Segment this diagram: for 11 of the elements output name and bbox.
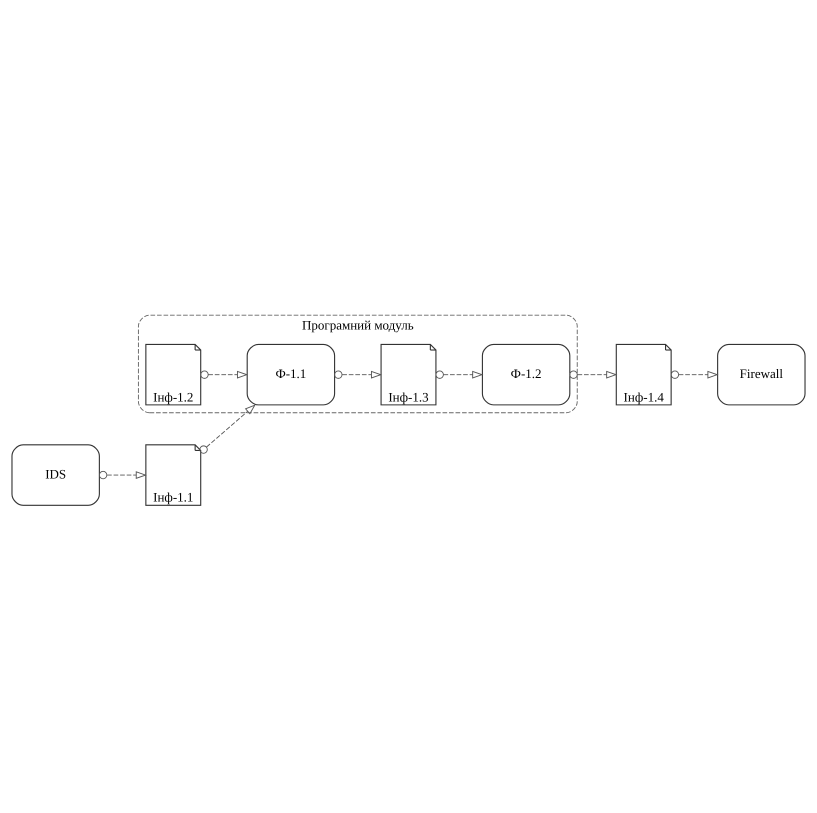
arrow: [436, 370, 484, 379]
node-box: Ф-1.2: [482, 344, 570, 406]
arrow: [200, 370, 248, 379]
arrow: [199, 404, 256, 454]
arrow: [334, 370, 382, 379]
node-box: IDS: [11, 444, 100, 506]
arrow: [569, 370, 618, 379]
arrow: [98, 470, 147, 480]
node-box: Firewall: [717, 344, 806, 406]
node-box: Ф-1.1: [246, 344, 336, 406]
arrow: [670, 370, 719, 379]
